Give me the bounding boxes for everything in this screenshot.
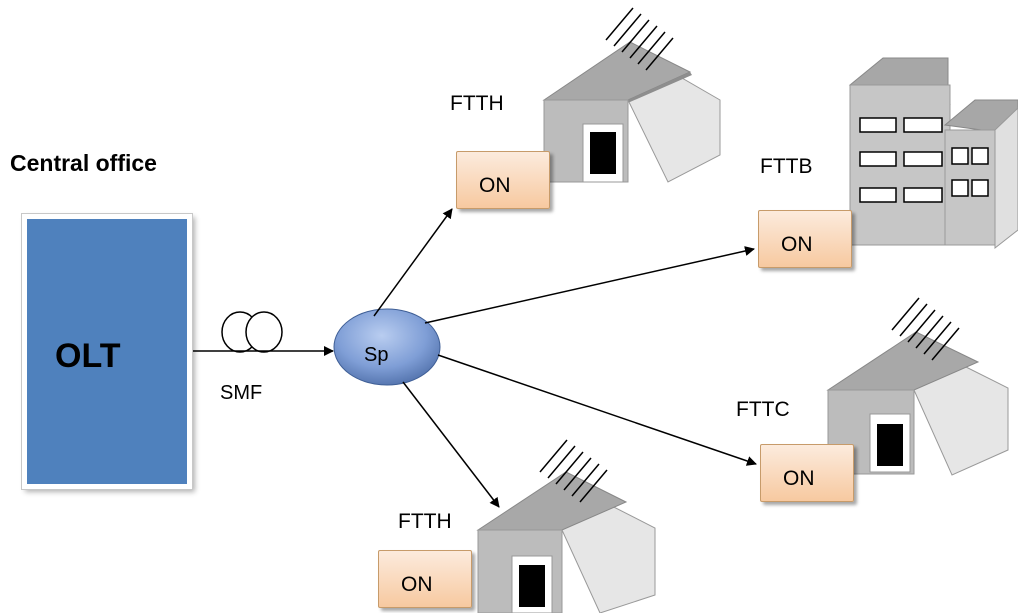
endpoint-type-ftth-bottom: FTTH bbox=[398, 510, 452, 533]
smf-spool-icon bbox=[221, 311, 283, 353]
link-ftth-bottom bbox=[402, 381, 500, 508]
endpoint-type-fttc: FTTC bbox=[736, 398, 790, 421]
roof-panel bbox=[605, 7, 674, 71]
house-fttc bbox=[826, 297, 1009, 476]
on-box-fttc: ON bbox=[760, 444, 854, 502]
building-fttb bbox=[848, 57, 1018, 250]
on-box-ftth-top: ON bbox=[456, 151, 550, 209]
link-ftth-top bbox=[373, 208, 453, 317]
endpoint-type-ftth-top: FTTH bbox=[450, 92, 504, 115]
on-box-ftth-bottom: ON bbox=[378, 550, 472, 608]
roof-panel bbox=[539, 439, 608, 503]
olt-label: OLT bbox=[55, 337, 121, 375]
central-office-title: Central office bbox=[10, 150, 157, 176]
splitter-label: Sp bbox=[364, 344, 389, 366]
link-fttb bbox=[424, 246, 755, 324]
house-ftth-top bbox=[542, 7, 721, 183]
roof-panel bbox=[891, 297, 960, 361]
endpoint-type-fttb: FTTB bbox=[760, 155, 813, 178]
splitter-node bbox=[333, 308, 441, 386]
on-box-fttb: ON bbox=[758, 210, 852, 268]
house-ftth-bottom bbox=[476, 439, 656, 613]
smf-label: SMF bbox=[220, 382, 263, 404]
building-windows bbox=[859, 117, 989, 203]
link-fttc bbox=[437, 354, 757, 466]
olt-unit: OLT bbox=[22, 214, 192, 489]
